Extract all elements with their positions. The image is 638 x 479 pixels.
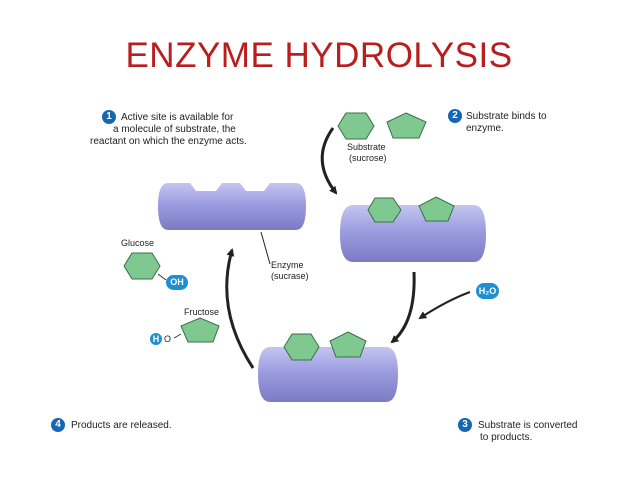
glucose-label: Glucose: [121, 237, 154, 249]
fructose-bond: [174, 334, 181, 338]
glucose-hexagon: [124, 253, 160, 279]
converting-pentagon: [330, 332, 366, 357]
arrow-water-in: [420, 292, 470, 318]
step-2-text-line-2: enzyme.: [466, 123, 504, 135]
substrate-sublabel: (sucrose): [349, 153, 387, 164]
arrow-substrate-binds: [322, 128, 336, 193]
enzyme-pointer-line: [261, 232, 270, 264]
fructose-label: Fructose: [184, 306, 219, 318]
substrate-sucrose: [338, 113, 426, 139]
enzyme-sublabel: (sucrase): [271, 271, 309, 282]
oxygen-atom-label: O: [164, 333, 171, 345]
hydroxyl-group-chip: OH: [166, 275, 188, 290]
step-3-text-line-2: to products.: [480, 432, 532, 444]
fructose-pentagon: [181, 318, 219, 342]
enzyme-label: Enzyme: [271, 260, 304, 271]
arrow-release: [227, 250, 253, 368]
enzyme-substrate-complex: [340, 197, 486, 262]
bound-pentagon: [419, 197, 454, 221]
step-1-text-line-3: reactant on which the enzyme acts.: [90, 136, 247, 148]
glucose-bond: [158, 274, 166, 280]
substrate-label: Substrate: [347, 142, 386, 153]
converting-hexagon: [284, 334, 319, 360]
step-1-text-line-2: a molecule of substrate, the: [113, 124, 236, 136]
step-3-text-line-1: Substrate is converted: [478, 420, 578, 432]
step-1-text-line-1: Active site is available for: [121, 112, 233, 124]
step-2-badge: 2: [448, 109, 462, 123]
step-1-badge: 1: [102, 110, 116, 124]
step-4-text: Products are released.: [71, 420, 172, 432]
arrow-to-conversion: [392, 272, 414, 342]
hydrogen-atom-chip: H: [150, 333, 162, 345]
step-4-badge: 4: [51, 418, 65, 432]
enzyme-free: [158, 183, 306, 230]
enzyme-converting: [258, 332, 398, 402]
step-2-text-line-1: Substrate binds to: [466, 111, 547, 123]
step-3-badge: 3: [458, 418, 472, 432]
water-molecule-chip: H₂O: [476, 283, 499, 299]
